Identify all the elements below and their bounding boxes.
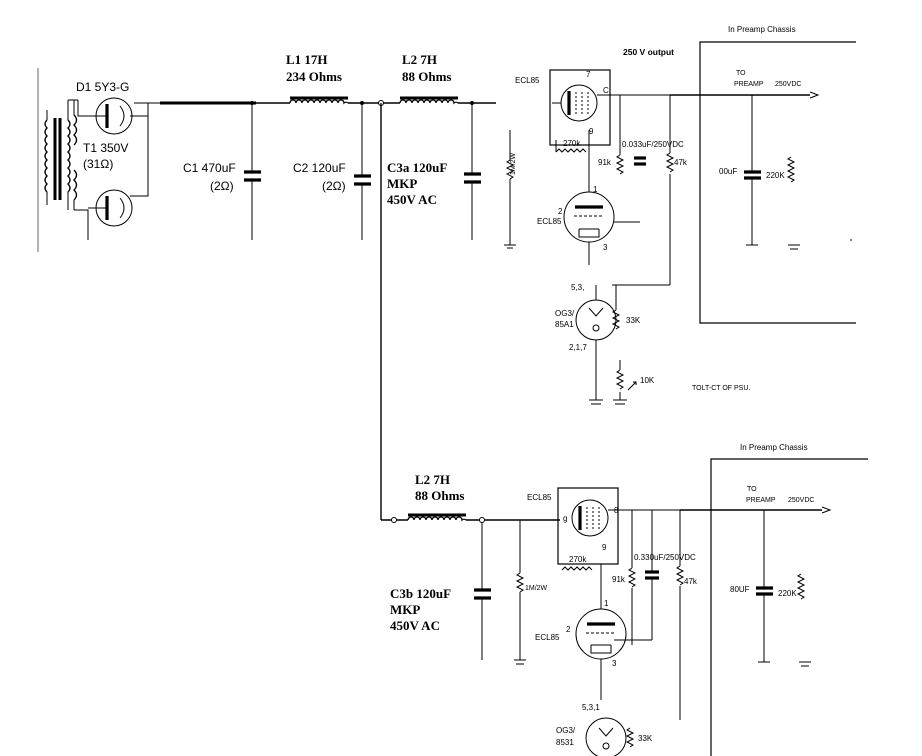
ref-pins-top-a: 5,3, — [571, 283, 584, 292]
ecl85-top-pinc: C — [603, 86, 609, 95]
ecl85-b-pin-g: g — [563, 514, 567, 523]
inductor-l2 — [399, 96, 459, 105]
grid-r-a-label: 270k — [563, 139, 581, 148]
ref-pins-b: 5,3,1 — [582, 703, 600, 712]
cap-a-label: 0.033uF/250VDC — [622, 140, 684, 149]
c1-esr-label: (2Ω) — [210, 179, 234, 193]
cap-b-label: 0.330uF/250VDC — [634, 553, 696, 562]
ecl85-b-mid-label: ECL85 — [535, 633, 560, 642]
rectifier-d1-upper — [95, 97, 133, 135]
inductor-l1 — [289, 96, 349, 105]
c2-esr-label: (2Ω) — [322, 179, 346, 193]
preamp-a-cap: 00uF — [719, 167, 737, 176]
ref-tube-b: OG3/ — [556, 726, 576, 735]
c3a-label: C3a 120uF — [387, 160, 447, 175]
trim-a-label: 10K — [640, 376, 655, 385]
transformer-resistance-label: (31Ω) — [83, 157, 113, 171]
ecl85-b-top-label: ECL85 — [527, 493, 552, 502]
rectifier-d1-lower — [95, 189, 133, 227]
ecl85-mid-pin2: 2 — [558, 207, 563, 216]
ecl85-mid-pin3: 3 — [603, 243, 608, 252]
r33k-a-label: 33K — [626, 316, 641, 325]
preamp-b-name: PREAMP — [746, 497, 776, 504]
c1-label: C1 470uF — [183, 161, 236, 175]
ecl85-b-mid-pin1: 1 — [604, 599, 609, 608]
l2b-label: L2 7H — [415, 472, 450, 487]
bleeder-b-label: 1M/2W — [525, 585, 548, 592]
ecl85-mid-label: ECL85 — [537, 217, 562, 226]
chassis-a-box — [699, 41, 856, 324]
r47k-b-label: 47k — [684, 577, 698, 586]
c2-label: C2 120uF — [293, 161, 346, 175]
ecl85-b-mid-pin3: 3 — [612, 659, 617, 668]
grid-r-b-label: 270k — [569, 555, 587, 564]
r91k-a-label: 91k — [598, 158, 612, 167]
ref-tube-b2: 8531 — [556, 738, 574, 747]
c3b-type-label: MKP — [390, 602, 420, 617]
transformer-label: T1 350V — [83, 141, 128, 155]
c3a-type-label: MKP — [387, 176, 417, 191]
ecl85-top-tube — [560, 84, 598, 122]
bleeder-a-label: 1M/2W — [510, 152, 517, 175]
preamp-a-res: 220K — [766, 171, 785, 180]
preamp-b-res: 220K — [778, 589, 797, 598]
chassis-a-title: In Preamp Chassis — [728, 25, 796, 34]
l2-label: L2 7H — [402, 52, 437, 67]
output-title: 250 V output — [623, 47, 674, 57]
preamp-b-to: TO — [747, 486, 757, 493]
ecl85-b-top-tube — [571, 499, 609, 537]
transformer-t1 — [44, 99, 78, 210]
r91k-b-label: 91k — [612, 575, 626, 584]
ref-tube-a2: 85A1 — [555, 320, 574, 329]
preamp-a-name: PREAMP — [734, 81, 764, 88]
inductor-l2b — [407, 513, 467, 522]
ecl85-b-mid-tube — [575, 608, 627, 660]
preamp-a-voltage: 250VDC — [775, 81, 801, 88]
l2b-ohms-label: 88 Ohms — [415, 488, 464, 503]
og3-a-tube — [575, 299, 617, 341]
ecl85-mid-tube — [563, 191, 615, 243]
r47k-a-label: 47k — [674, 158, 688, 167]
og3-b-tube — [585, 717, 627, 756]
rectifier-label: D1 5Y3-G — [76, 80, 129, 94]
ecl85-b-top-box — [557, 487, 619, 565]
chassis-b-title: In Preamp Chassis — [740, 443, 808, 452]
chassis-b-box — [710, 458, 868, 756]
c3a-rating-label: 450V AC — [387, 192, 437, 207]
ref-tube-a: OG3/ — [555, 309, 575, 318]
ecl85-top-box — [549, 69, 611, 146]
ecl85-b-pin9: 9 — [602, 543, 607, 552]
preamp-b-cap: 80UF — [730, 585, 750, 594]
c3b-rating-label: 450V AC — [390, 618, 440, 633]
r33k-b-label: 33K — [638, 734, 653, 743]
ref-pins-bot-a: 2,1,7 — [569, 343, 587, 352]
ecl85-top-label: ECL85 — [515, 76, 540, 85]
preamp-b-voltage: 250VDC — [788, 497, 814, 504]
ecl85-mid-pin1: 1 — [593, 185, 598, 194]
l1-ohms-label: 234 Ohms — [286, 69, 342, 84]
l1-label: L1 17H — [286, 52, 328, 67]
ecl85-b-mid-pin2: 2 — [566, 625, 571, 634]
ecl85-top-pin7: 7 — [586, 70, 591, 79]
preamp-a-to: TO — [736, 70, 746, 77]
ecl85-top-pin9: 9 — [589, 127, 594, 136]
c3b-label: C3b 120uF — [390, 586, 451, 601]
psu-note: TOLT-CT OF PSU. — [692, 385, 750, 392]
l2-ohms-label: 88 Ohms — [402, 69, 451, 84]
